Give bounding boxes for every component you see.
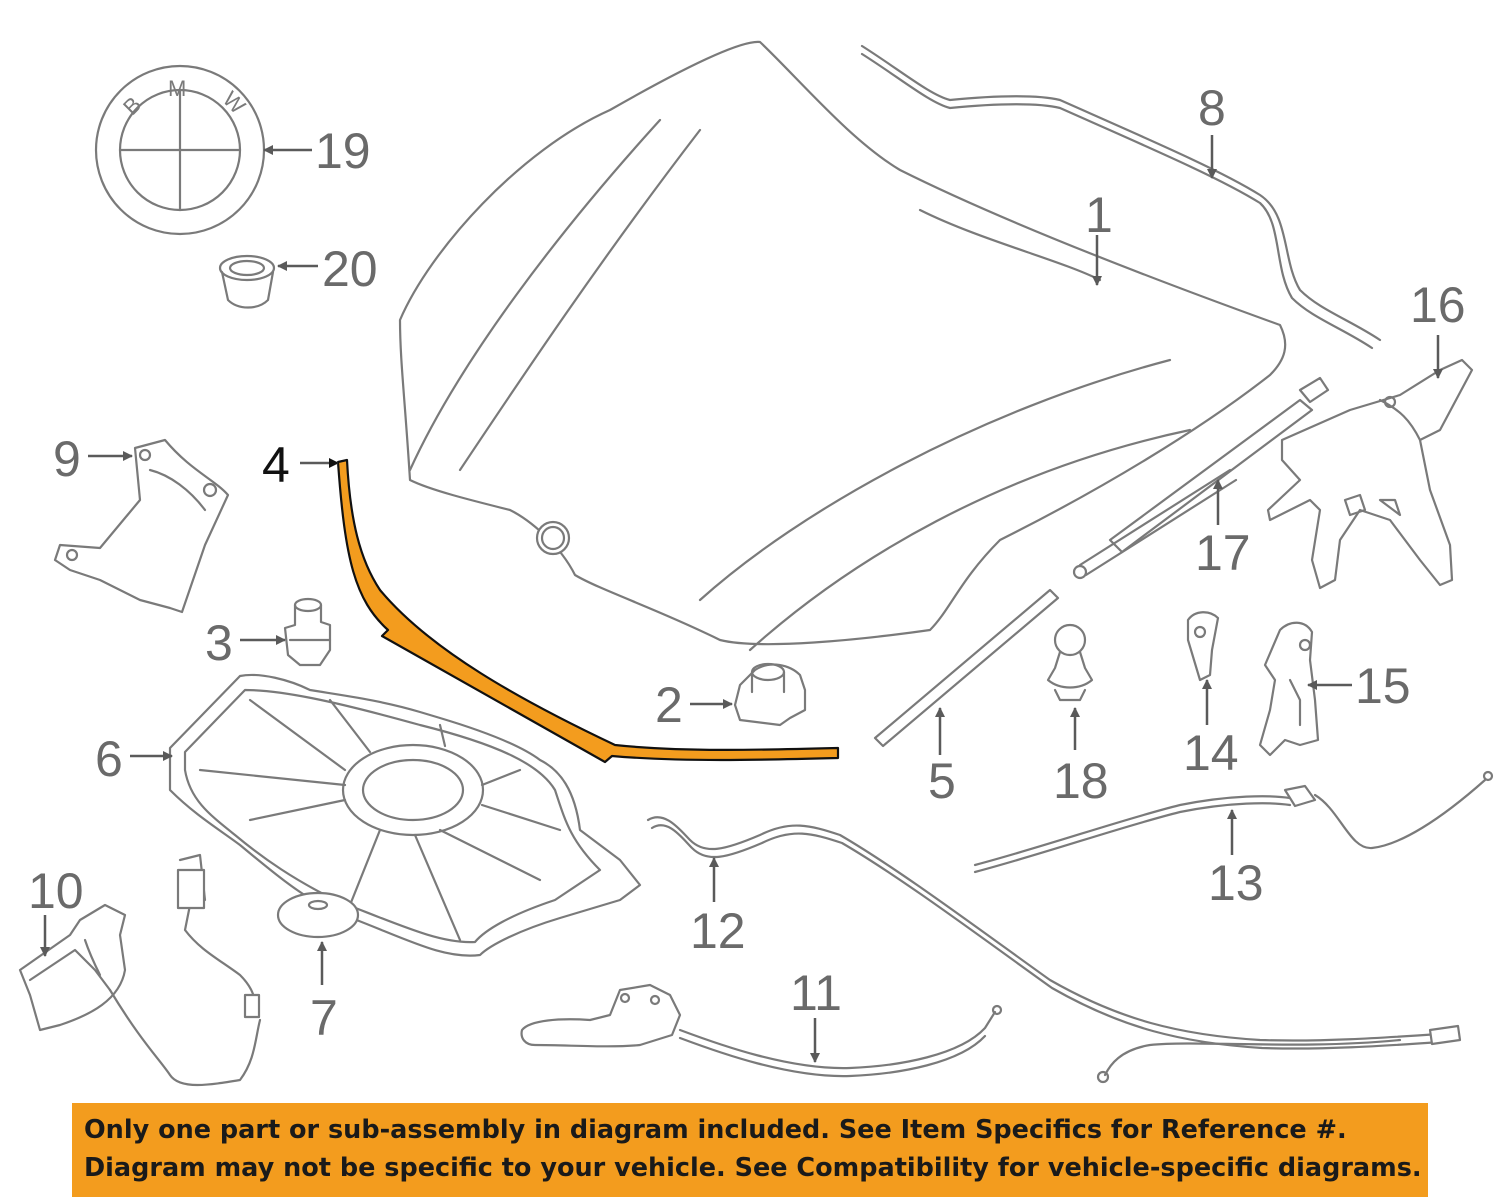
callout-10: 10 bbox=[28, 863, 84, 919]
notice-line-2: Diagram may not be specific to your vehi… bbox=[84, 1153, 1422, 1183]
callout-16: 16 bbox=[1410, 277, 1466, 333]
bracket bbox=[53, 438, 230, 614]
callout-14: 14 bbox=[1183, 725, 1239, 781]
release-handle bbox=[520, 983, 1003, 1078]
callout-11: 11 bbox=[790, 965, 842, 1021]
callout-2: 2 bbox=[655, 677, 683, 733]
callout-20: 20 bbox=[322, 241, 378, 297]
insulation-pad bbox=[168, 673, 642, 957]
hood-panel bbox=[398, 40, 1287, 652]
weatherstrip-highlighted bbox=[336, 458, 840, 764]
callout-5: 5 bbox=[928, 753, 956, 809]
callout-9: 9 bbox=[53, 431, 81, 487]
callout-4: 4 bbox=[262, 437, 290, 493]
release-cable-13 bbox=[973, 770, 1494, 874]
cap bbox=[276, 891, 360, 939]
hood-hinge bbox=[1266, 358, 1474, 590]
release-cable-12 bbox=[646, 816, 1462, 1084]
hinge-bracket bbox=[1258, 621, 1320, 757]
notice-line-1: Only one part or sub-assembly in diagram… bbox=[84, 1115, 1347, 1145]
notice-banner: Only one part or sub-assembly in diagram… bbox=[72, 1103, 1428, 1197]
small-bracket bbox=[1186, 611, 1220, 682]
callout-labels: 1 2 3 4 5 6 7 8 9 10 11 12 13 14 15 16 1… bbox=[28, 80, 1466, 1046]
callout-1: 1 bbox=[1085, 187, 1113, 243]
seal-strip bbox=[873, 588, 1060, 748]
lift-support bbox=[1072, 376, 1330, 580]
callout-15: 15 bbox=[1355, 658, 1411, 714]
hood-seal bbox=[860, 44, 1382, 350]
callout-12: 12 bbox=[690, 903, 746, 959]
hood-latch bbox=[18, 853, 262, 1087]
clip-3 bbox=[283, 597, 332, 667]
callout-19: 19 bbox=[315, 123, 371, 179]
emblem-letter-m: M bbox=[168, 76, 186, 101]
grommet bbox=[218, 254, 276, 309]
ball-stud bbox=[1046, 623, 1094, 702]
callout-8: 8 bbox=[1198, 80, 1226, 136]
callout-6: 6 bbox=[95, 731, 123, 787]
callout-18: 18 bbox=[1053, 753, 1109, 809]
callout-3: 3 bbox=[205, 615, 233, 671]
callout-13: 13 bbox=[1208, 855, 1264, 911]
buffer-2 bbox=[733, 662, 807, 727]
callout-17: 17 bbox=[1195, 525, 1251, 581]
callout-leaders bbox=[40, 135, 1443, 1063]
bmw-emblem: B M W bbox=[94, 64, 266, 236]
callout-7: 7 bbox=[310, 990, 338, 1046]
